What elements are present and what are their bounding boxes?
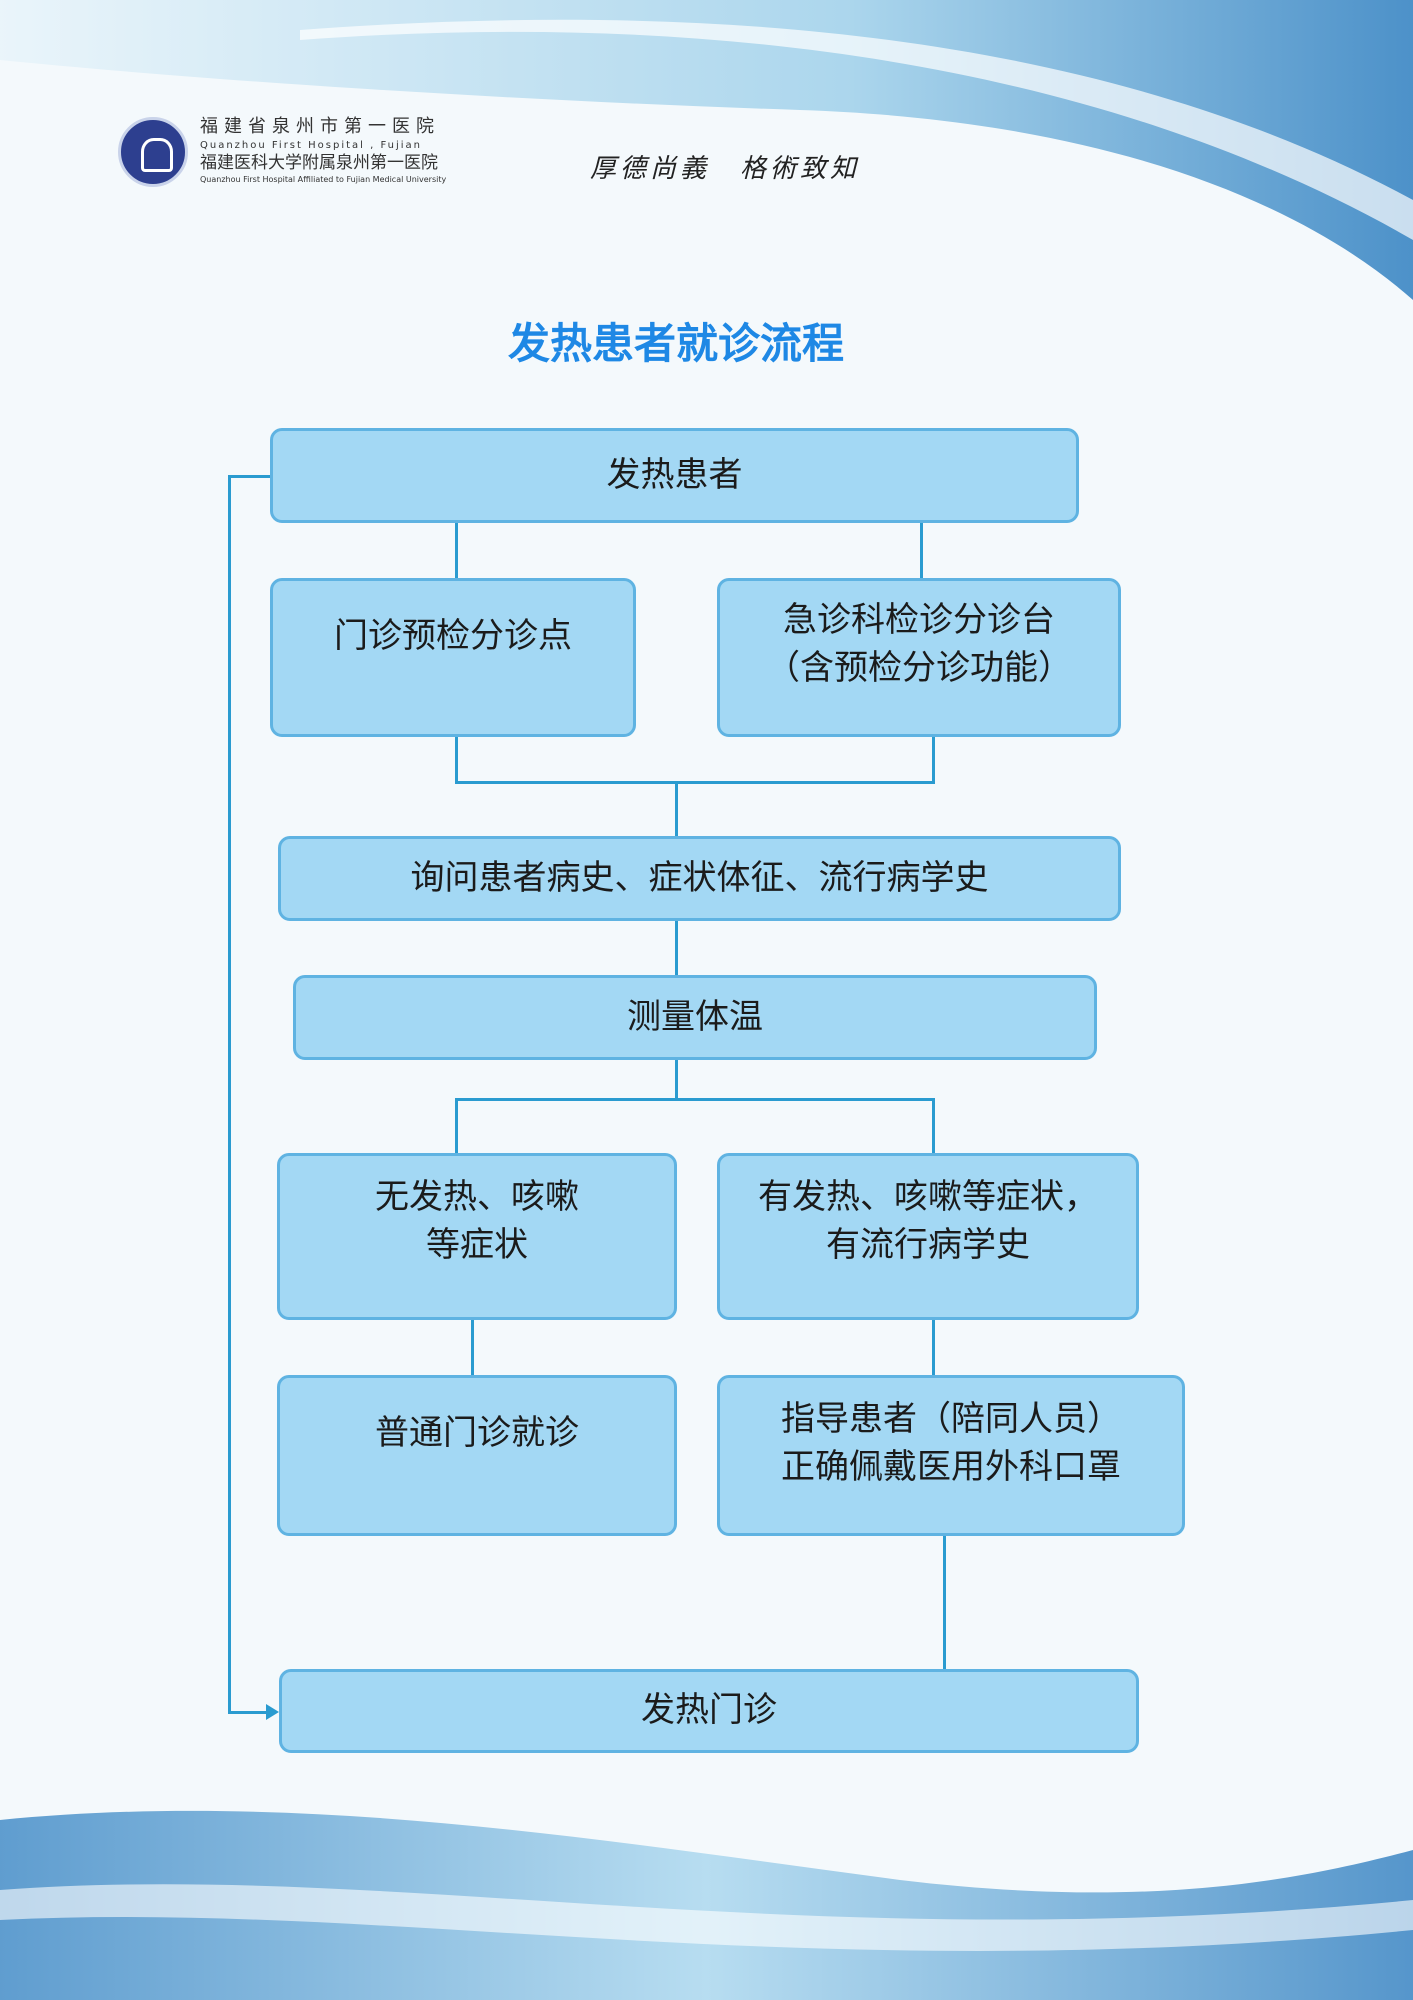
hospital-logo bbox=[118, 117, 188, 187]
step-label: 门诊预检分诊点 bbox=[334, 616, 572, 656]
hospital-name-en: Quanzhou First Hospital , Fujian bbox=[200, 140, 423, 151]
step-fever-patient: 发热患者 bbox=[270, 428, 1079, 523]
bypass-connector bbox=[228, 1711, 268, 1714]
step-emergency-triage: 急诊科检诊分诊台 （含预检分诊功能） bbox=[717, 578, 1121, 737]
step-inquiry: 询问患者病史、症状体征、流行病学史 bbox=[278, 836, 1121, 921]
step-label: 等症状 bbox=[426, 1224, 528, 1265]
connector bbox=[932, 737, 935, 782]
step-label: 有发热、咳嗽等症状， bbox=[758, 1177, 1098, 1217]
connector bbox=[932, 1320, 935, 1376]
connector bbox=[455, 1098, 935, 1101]
step-label: 正确佩戴医用外科口罩 bbox=[781, 1446, 1121, 1487]
step-has-fever: 有发热、咳嗽等症状， 有流行病学史 bbox=[717, 1153, 1139, 1320]
connector bbox=[943, 1536, 946, 1670]
step-label: 指导患者（陪同人员） bbox=[781, 1399, 1121, 1439]
step-label: 发热患者 bbox=[606, 454, 743, 495]
motto: 厚德尚義 格術致知 bbox=[590, 154, 861, 184]
bypass-connector bbox=[228, 475, 272, 478]
connector bbox=[675, 921, 678, 976]
connector bbox=[471, 1320, 474, 1376]
affiliated-name-en: Quanzhou First Hospital Affiliated to Fu… bbox=[200, 175, 447, 184]
step-label: 有流行病学史 bbox=[826, 1224, 1030, 1265]
step-label: 发热门诊 bbox=[641, 1690, 777, 1731]
connector bbox=[675, 1060, 678, 1100]
connector bbox=[455, 737, 458, 782]
step-label: 询问患者病史、症状体征、流行病学史 bbox=[410, 857, 989, 898]
connector bbox=[920, 523, 923, 578]
hospital-name-cn: 福建省泉州市第一医院 bbox=[200, 116, 440, 137]
connector bbox=[455, 1098, 458, 1154]
bypass-connector bbox=[228, 475, 231, 1713]
affiliated-name-cn: 福建医科大学附属泉州第一医院 bbox=[200, 153, 438, 173]
step-label: 无发热、咳嗽 bbox=[375, 1177, 579, 1217]
step-fever-clinic: 发热门诊 bbox=[279, 1669, 1139, 1753]
step-measure-temperature: 测量体温 bbox=[293, 975, 1097, 1060]
step-guide-mask: 指导患者（陪同人员） 正确佩戴医用外科口罩 bbox=[717, 1375, 1185, 1536]
step-label: 普通门诊就诊 bbox=[375, 1413, 579, 1453]
connector bbox=[455, 523, 458, 578]
step-normal-clinic: 普通门诊就诊 bbox=[277, 1375, 677, 1536]
step-label: 急诊科检诊分诊台 bbox=[783, 600, 1055, 640]
step-label: （含预检分诊功能） bbox=[766, 647, 1072, 688]
step-label: 测量体温 bbox=[627, 996, 763, 1037]
connector bbox=[932, 1098, 935, 1154]
step-outpatient-triage: 门诊预检分诊点 bbox=[270, 578, 636, 737]
connector bbox=[675, 781, 678, 837]
step-no-fever: 无发热、咳嗽等症状 bbox=[277, 1153, 677, 1320]
arrow-icon bbox=[266, 1704, 279, 1720]
page-title: 发热患者就诊流程 bbox=[507, 319, 844, 368]
connector bbox=[455, 781, 935, 784]
